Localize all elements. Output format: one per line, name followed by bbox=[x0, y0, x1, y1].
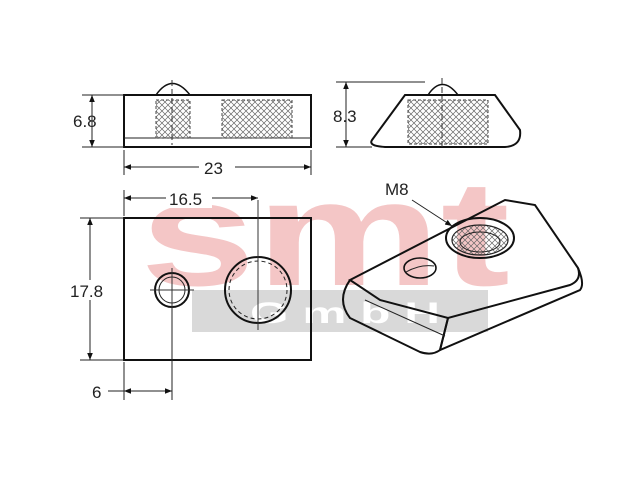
top-view bbox=[123, 200, 312, 361]
dim-plate-height: 17.8 bbox=[68, 217, 124, 361]
isometric-view bbox=[342, 198, 584, 355]
thread-label: M8 bbox=[385, 180, 409, 199]
thread-callout: M8 bbox=[385, 180, 453, 227]
dim-hole-offset: 16.5 bbox=[123, 188, 258, 216]
side-view bbox=[123, 80, 312, 148]
dim-side-height: 6.8 bbox=[73, 94, 124, 148]
dim-plate-height-label: 17.8 bbox=[70, 282, 103, 301]
dim-side-length-label: 23 bbox=[204, 159, 223, 178]
dim-side-height-label: 6.8 bbox=[73, 112, 97, 131]
dim-side-length: 23 bbox=[123, 150, 312, 178]
dim-end-height: 8.3 bbox=[333, 81, 425, 148]
dim-end-height-label: 8.3 bbox=[333, 107, 357, 126]
end-view bbox=[370, 78, 522, 150]
watermark-band bbox=[192, 290, 488, 332]
watermark-subtext: G m b H bbox=[250, 297, 440, 330]
dim-pin-offset: 6 bbox=[92, 308, 173, 402]
dim-hole-offset-label: 16.5 bbox=[169, 190, 202, 209]
dim-pin-offset-label: 6 bbox=[92, 383, 101, 402]
watermark: smt G m b H bbox=[140, 149, 510, 332]
